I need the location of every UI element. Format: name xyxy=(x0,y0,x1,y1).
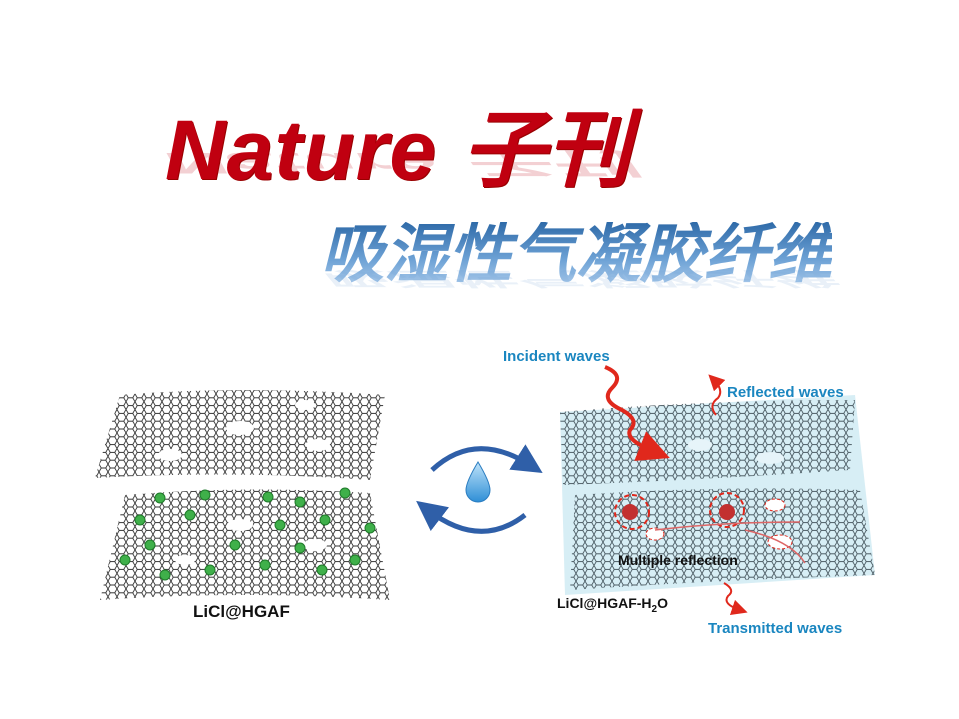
right-figure-label-tail: O xyxy=(657,595,668,611)
multiple-reflection-label: Multiple reflection xyxy=(618,552,738,568)
graphene-sheet-top-left xyxy=(95,390,385,480)
right-figure-label: LiCl@HGAF-H2O xyxy=(557,595,668,615)
page-title: Nature 子刊 xyxy=(165,103,632,197)
right-figure-label-subscript: 2 xyxy=(651,603,658,615)
cycle-arrows xyxy=(416,444,543,534)
incident-waves-label: Incident waves xyxy=(503,348,610,365)
reflected-waves-label: Reflected waves xyxy=(727,384,844,401)
licl-particles xyxy=(119,487,376,581)
water-droplet-icon xyxy=(465,461,491,503)
wave-arrows xyxy=(604,365,748,616)
transmitted-waves-label: Transmitted waves xyxy=(708,620,843,637)
page-subtitle: 吸湿性气凝胶纤维 xyxy=(320,218,832,290)
right-figure-label-main: LiCl@HGAF-H xyxy=(557,595,652,611)
left-figure-label: LiCl@HGAF xyxy=(193,602,290,621)
graphene-sheet-bottom-left xyxy=(100,487,390,600)
